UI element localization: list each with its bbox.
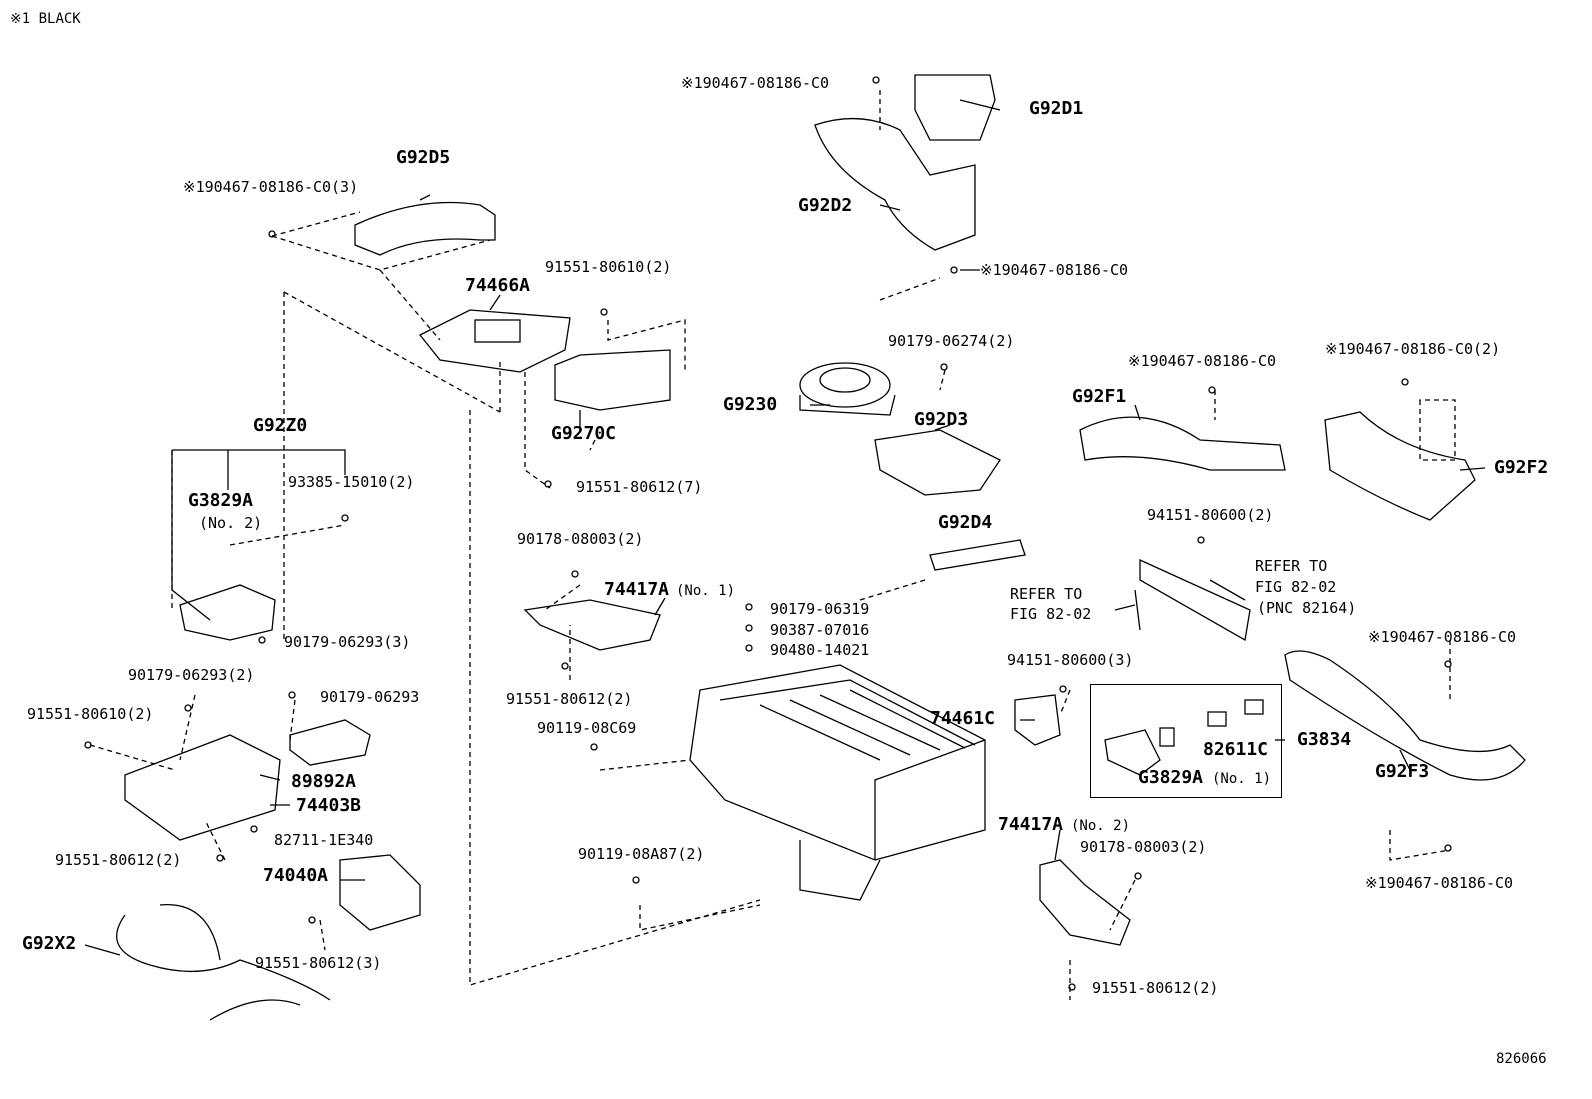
- part-label-sub: (No. 2): [1071, 818, 1131, 834]
- part-label[interactable]: G3834: [1297, 729, 1352, 750]
- component-outlines: [84, 74, 1526, 1021]
- part-label[interactable]: 74403B: [296, 795, 362, 816]
- part-label[interactable]: 74466A: [465, 275, 531, 296]
- part-label[interactable]: 90179-06319: [770, 600, 870, 618]
- part-label-sub: (No. 1): [676, 583, 736, 599]
- part-label[interactable]: 90179-06293(3): [284, 633, 411, 651]
- part-label[interactable]: 91551-80612(2): [55, 851, 182, 869]
- part-label[interactable]: G3829A: [1138, 767, 1204, 788]
- part-label[interactable]: G92D5: [396, 147, 451, 168]
- part-label[interactable]: G92D4: [938, 512, 993, 533]
- part-label[interactable]: G3829A: [188, 490, 254, 511]
- part-label[interactable]: 90179-06274(2): [888, 332, 1015, 350]
- part-label[interactable]: ※190467-08186-C0: [681, 74, 830, 92]
- part-label[interactable]: 82611C: [1203, 739, 1269, 760]
- part-label[interactable]: 90179-06293(2): [128, 666, 255, 684]
- refer-label: REFER TO: [1255, 557, 1328, 575]
- part-label[interactable]: ※190467-08186-C0: [1368, 628, 1517, 646]
- part-label[interactable]: ※190467-08186-C0: [1365, 874, 1514, 892]
- refer-label: FIG 82-02: [1255, 578, 1337, 596]
- part-label[interactable]: G92Z0: [253, 415, 308, 436]
- part-label[interactable]: 90480-14021: [770, 641, 870, 659]
- part-label[interactable]: G92F1: [1072, 386, 1127, 407]
- part-label[interactable]: G9270C: [551, 423, 617, 444]
- refer-label: FIG 82-02: [1010, 605, 1092, 623]
- note-black: ※1 BLACK: [10, 11, 81, 27]
- part-label-sub: (No. 2): [199, 514, 263, 532]
- figure-id: 826066: [1496, 1051, 1547, 1067]
- part-label[interactable]: G92D2: [798, 195, 853, 216]
- part-label[interactable]: 74417A: [604, 579, 670, 600]
- part-label[interactable]: 90119-08A87(2): [578, 845, 705, 863]
- refer-label: (PNC 82164): [1257, 599, 1357, 617]
- part-label[interactable]: 91551-80612(3): [255, 954, 382, 972]
- part-label[interactable]: ※190467-08186-C0(2): [1325, 340, 1501, 358]
- part-label[interactable]: G92D1: [1029, 98, 1084, 119]
- part-label[interactable]: G92F2: [1494, 457, 1549, 478]
- part-label[interactable]: 90119-08C69: [537, 719, 637, 737]
- part-label[interactable]: 74417A: [998, 814, 1064, 835]
- part-label[interactable]: 82711-1E340: [274, 831, 374, 849]
- part-label[interactable]: 74461C: [930, 708, 996, 729]
- part-label[interactable]: G92X2: [22, 933, 77, 954]
- part-label[interactable]: 91551-80610(2): [27, 705, 154, 723]
- refer-label: REFER TO: [1010, 585, 1083, 603]
- part-label[interactable]: 91551-80612(2): [1092, 979, 1219, 997]
- part-label[interactable]: 91551-80612(7): [576, 478, 703, 496]
- part-label[interactable]: 90387-07016: [770, 621, 870, 639]
- part-label[interactable]: 91551-80610(2): [545, 258, 672, 276]
- part-label[interactable]: G92D3: [914, 409, 969, 430]
- part-label[interactable]: 93385-15010(2): [288, 473, 415, 491]
- part-label[interactable]: 90179-06293: [320, 688, 420, 706]
- part-label-sub: (No. 1): [1212, 771, 1272, 787]
- part-label[interactable]: 89892A: [291, 771, 357, 792]
- part-label[interactable]: ※190467-08186-C0: [980, 261, 1129, 279]
- part-label[interactable]: ※190467-08186-C0(3): [183, 178, 359, 196]
- part-label[interactable]: 94151-80600(2): [1147, 506, 1274, 524]
- part-label[interactable]: 90178-08003(2): [1080, 838, 1207, 856]
- part-label[interactable]: ※190467-08186-C0: [1128, 352, 1277, 370]
- part-label[interactable]: 91551-80612(2): [506, 690, 633, 708]
- part-label[interactable]: G92F3: [1375, 761, 1430, 782]
- g3834-group-box: [1090, 684, 1282, 798]
- part-label[interactable]: 90178-08003(2): [517, 530, 644, 548]
- pointer-lines: [84, 99, 1486, 956]
- part-label[interactable]: G9230: [723, 394, 778, 415]
- leader-lines: [89, 90, 1456, 1000]
- part-label[interactable]: 74040A: [263, 865, 329, 886]
- part-label[interactable]: 94151-80600(3): [1007, 651, 1134, 669]
